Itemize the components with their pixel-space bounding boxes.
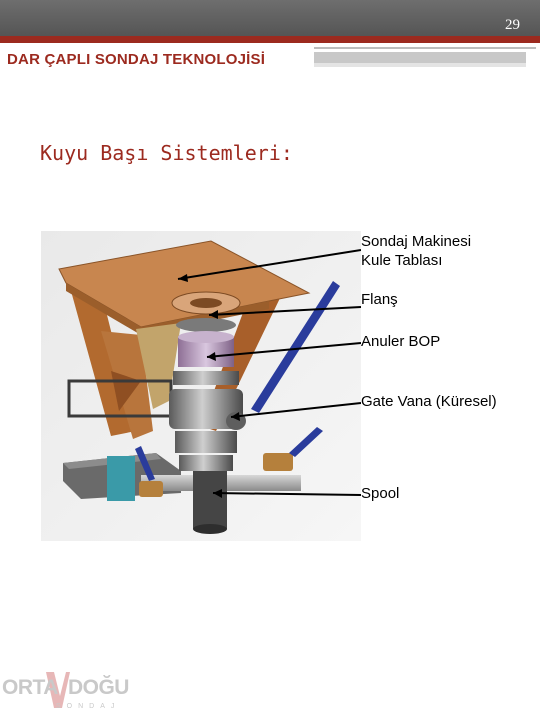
gate-valve-flange-top xyxy=(173,371,239,385)
logo-subtitle: SONDAJ xyxy=(56,703,121,710)
header-decor-line xyxy=(314,47,536,49)
section-title: Kuyu Başı Sistemleri: xyxy=(40,141,293,165)
gate-valve-flange-bottom xyxy=(175,431,237,453)
platform-edge xyxy=(66,283,269,335)
gate-valve-body xyxy=(169,389,243,429)
base-mount-bracket xyxy=(107,456,135,501)
side-valve-left-handle xyxy=(135,446,155,481)
header-decor-bar-light xyxy=(314,63,526,67)
spool-bottom xyxy=(193,524,227,534)
gate-valve-handle xyxy=(251,281,340,413)
logo-name: ORTA DOĞU xyxy=(2,676,129,700)
side-valve-right-handle xyxy=(289,427,323,457)
callout-line-annular-bop xyxy=(206,342,361,358)
callout-line-gate-valve xyxy=(230,402,361,418)
callout-line-flange xyxy=(208,306,361,316)
logo-name-right: DOĞU xyxy=(67,676,130,699)
callout-line-rotary-table xyxy=(177,249,361,280)
callout-arrow-spool xyxy=(213,489,222,498)
wellhead-diagram xyxy=(41,231,361,541)
spool-flange xyxy=(179,455,233,471)
annular-bop-top xyxy=(178,331,234,343)
callout-arrow-annular-bop xyxy=(207,352,216,361)
callout-label-rotary-table: Sondaj Makinesi Kule Tablası xyxy=(361,232,471,270)
side-valve-left xyxy=(139,481,163,497)
side-valve-right xyxy=(263,453,293,471)
callout-label-gate-valve: Gate Vana (Küresel) xyxy=(361,393,497,410)
header-accent-line xyxy=(0,36,540,43)
page-number: 29 xyxy=(505,17,520,33)
callout-arrow-gate-valve xyxy=(231,412,240,421)
callout-label-annular-bop: Anuler BOP xyxy=(361,333,441,350)
company-logo: ORTA DOĞU SONDAJ xyxy=(0,672,129,716)
callout-arrow-flange xyxy=(209,310,218,319)
callout-arrow-rotary-table xyxy=(178,274,188,282)
header-title: DAR ÇAPLI SONDAJ TEKNOLOJİSİ xyxy=(7,51,266,68)
callout-label-flange: Flanş xyxy=(361,291,398,308)
callout-label-rotary-table-line2: Kule Tablası xyxy=(361,252,443,269)
callout-label-rotary-table-line1: Sondaj Makinesi xyxy=(361,233,472,250)
logo-mark-icon xyxy=(46,672,70,708)
callout-label-spool: Spool xyxy=(361,485,400,502)
header-decor-bar xyxy=(314,52,526,63)
logo-name-left: ORTA xyxy=(2,676,58,699)
flange-adapter xyxy=(176,318,236,332)
callout-line-spool xyxy=(212,492,361,496)
spool xyxy=(193,471,227,529)
top-bar: 29 xyxy=(0,0,540,36)
flange-bore xyxy=(190,298,222,308)
